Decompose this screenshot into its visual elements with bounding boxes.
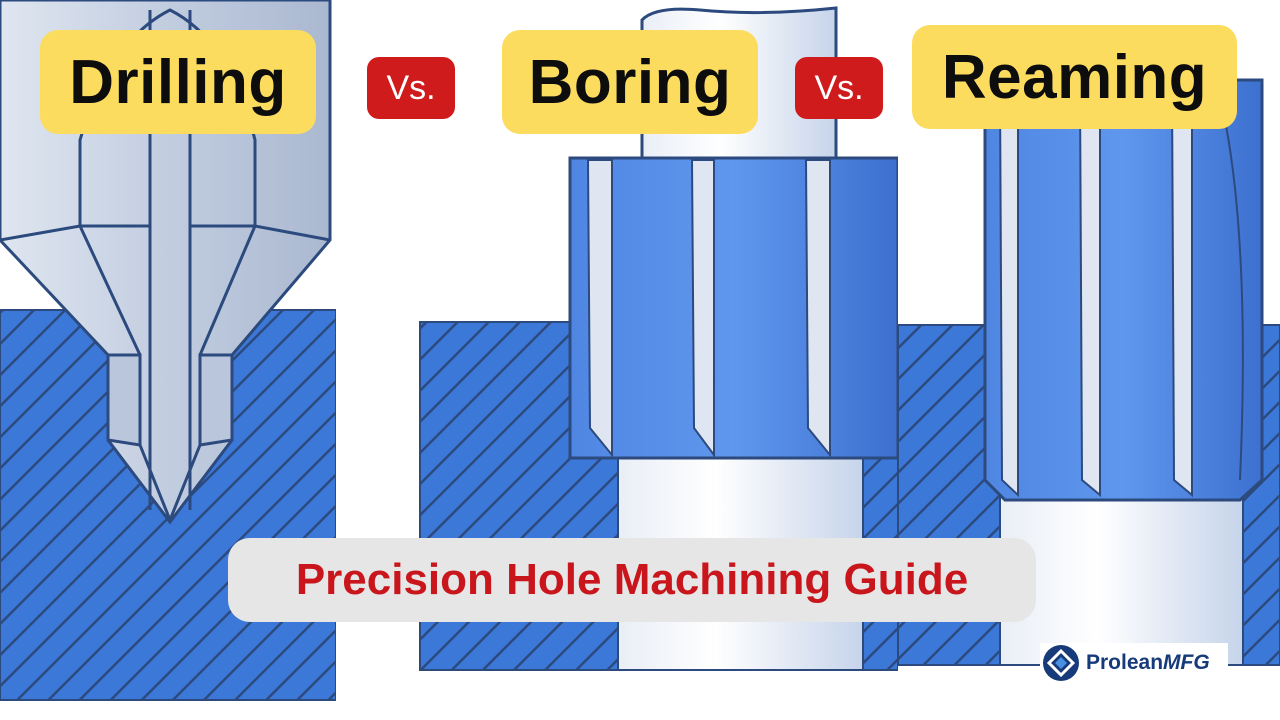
boring-label: Boring [502, 30, 758, 134]
reamer-tool [983, 78, 1264, 502]
logo-suffix: MFG [1163, 651, 1210, 674]
logo-brand: Prolean [1086, 651, 1164, 674]
prolean-logo: ProleanMFG [1040, 643, 1228, 683]
drilling-label: Drilling [40, 30, 316, 134]
reaming-label: Reaming [912, 25, 1237, 129]
reamed-hole [999, 494, 1244, 666]
vs-badge-2: Vs. [795, 57, 883, 119]
boring-tool-head [568, 156, 900, 460]
prolean-logo-icon [1043, 645, 1079, 681]
guide-banner: Precision Hole Machining Guide [228, 538, 1036, 622]
vs-badge-1: Vs. [367, 57, 455, 119]
logo-wordmark: ProleanMFG [1086, 651, 1210, 675]
